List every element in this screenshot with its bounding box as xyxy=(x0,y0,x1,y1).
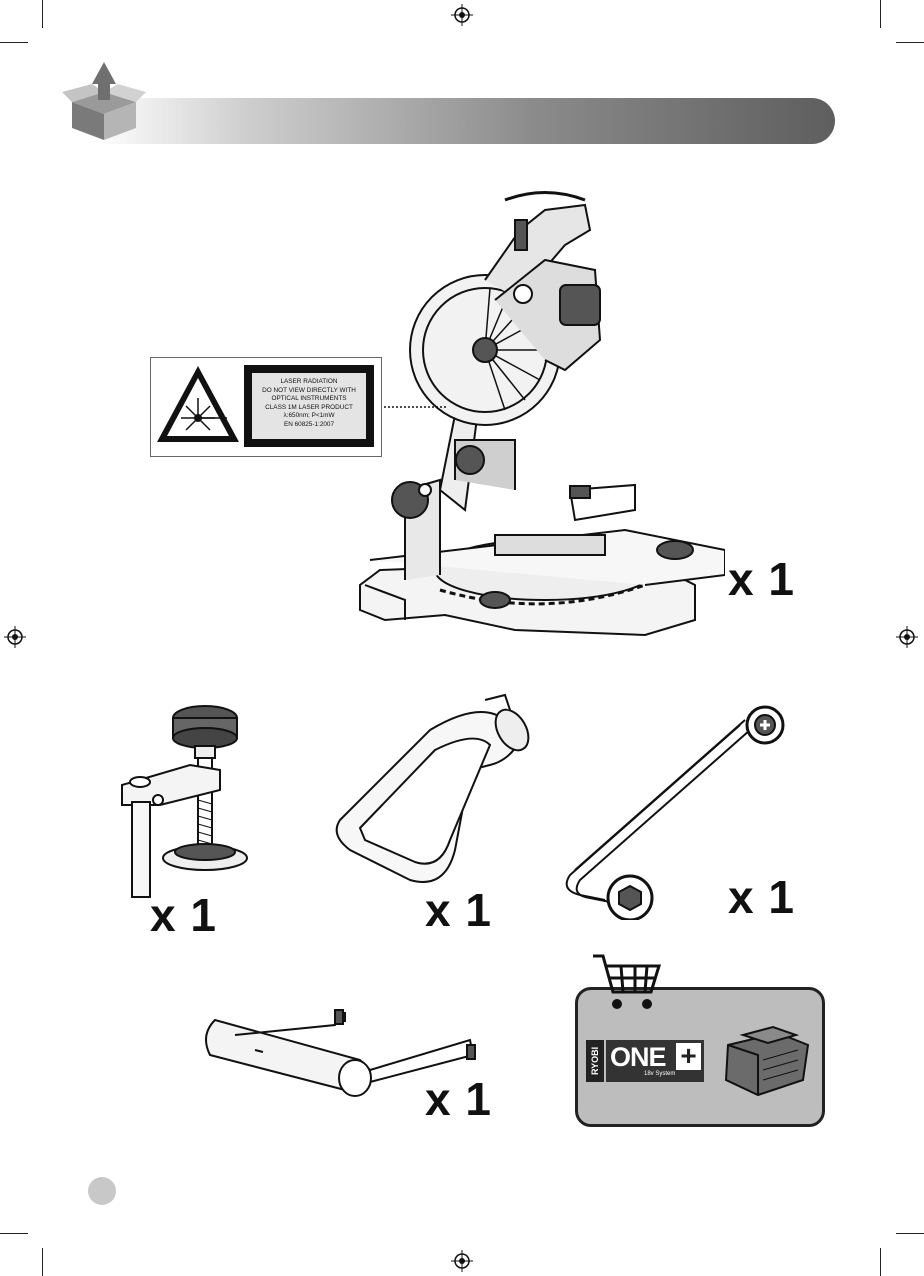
crop-mark xyxy=(880,0,881,28)
laser-text-line: CLASS 1M LASER PRODUCT xyxy=(252,404,366,413)
logo-system-text: 18v System xyxy=(644,1071,675,1077)
crop-mark xyxy=(880,1248,881,1276)
registration-mark-icon xyxy=(451,1250,473,1272)
saw-quantity: x 1 xyxy=(728,552,795,606)
laser-text-line: λ:650nm; P<1mW xyxy=(252,412,366,421)
logo-plus: + xyxy=(676,1043,701,1070)
clamp-quantity: x 1 xyxy=(150,888,217,942)
laser-text-line: OPTICAL INSTRUMENTS xyxy=(252,395,366,404)
one-plus-logo: ONE + 18v System xyxy=(606,1040,704,1082)
laser-text-line: DO NOT VIEW DIRECTLY WITH xyxy=(252,387,366,396)
laser-text-panel: LASER RADIATION DO NOT VIEW DIRECTLY WIT… xyxy=(244,365,374,447)
dust-chute-illustration xyxy=(330,690,530,890)
dust-chute-quantity: x 1 xyxy=(425,883,492,937)
crop-mark xyxy=(896,42,924,43)
registration-mark-icon xyxy=(451,4,473,26)
laser-warning-icon xyxy=(155,362,241,448)
crop-mark xyxy=(42,1248,43,1276)
battery-illustration xyxy=(718,1025,813,1100)
hex-key-quantity: x 1 xyxy=(728,870,795,924)
box-upload-icon xyxy=(62,58,146,142)
shopping-cart-icon xyxy=(585,950,665,1014)
leader-line xyxy=(378,400,448,414)
section-header-bar xyxy=(95,98,835,144)
miter-saw-illustration xyxy=(345,190,725,650)
clamp-illustration xyxy=(110,700,250,900)
logo-one-text: ONE xyxy=(610,1042,666,1073)
registration-mark-icon xyxy=(896,626,918,648)
crop-mark xyxy=(0,42,28,43)
page-number-dot xyxy=(88,1177,116,1205)
laser-text-line: LASER RADIATION xyxy=(252,378,366,387)
crop-mark xyxy=(42,0,43,28)
brand-logo-vertical: RYOBI xyxy=(586,1040,604,1082)
crop-mark xyxy=(896,1233,924,1234)
crop-mark xyxy=(0,1233,28,1234)
registration-mark-icon xyxy=(4,626,26,648)
extension-quantity: x 1 xyxy=(425,1072,492,1126)
laser-text-line: EN 60825-1:2007 xyxy=(252,421,366,430)
